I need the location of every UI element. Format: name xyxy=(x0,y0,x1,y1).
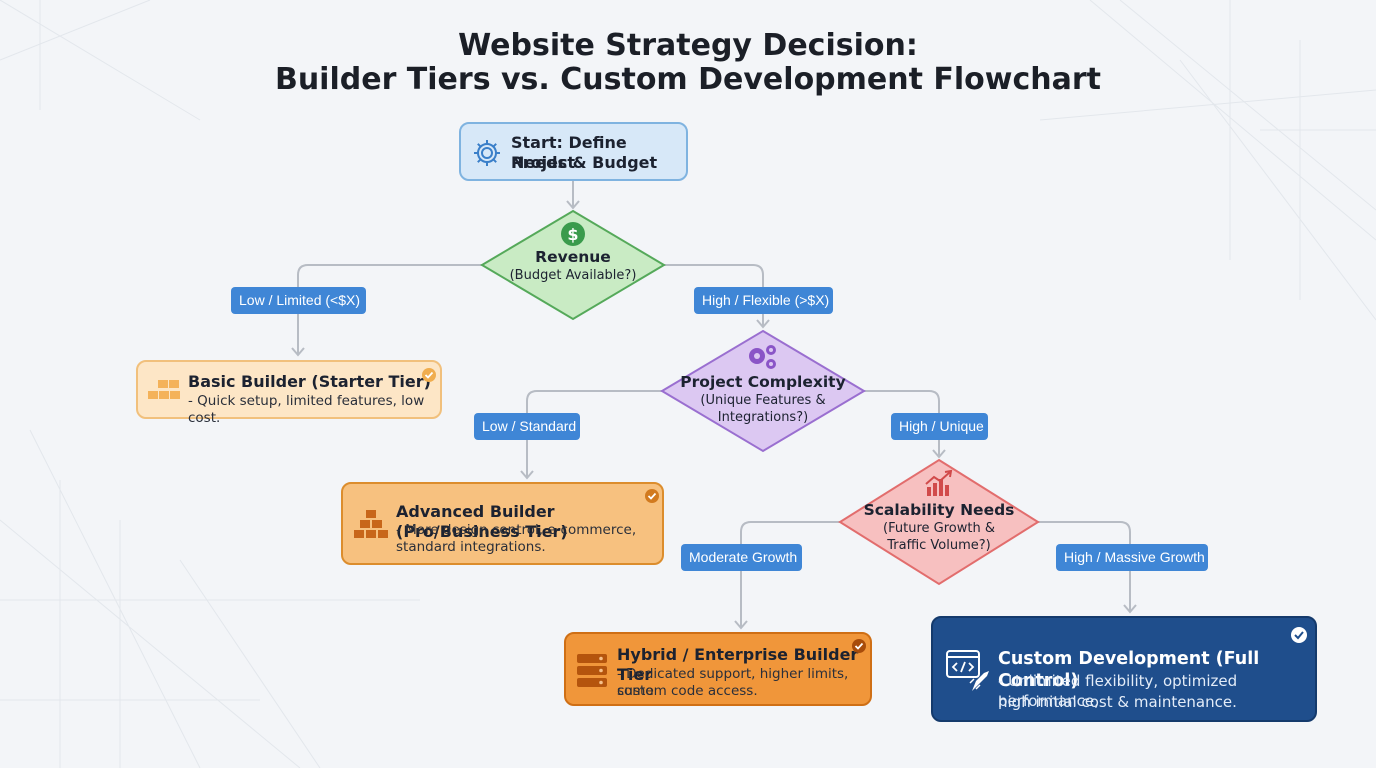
advanced-builder-title: Advanced Builder (Pro/Business Tier) xyxy=(396,502,568,541)
dollar-icon: $ xyxy=(561,222,585,246)
check-icon xyxy=(422,368,436,382)
basic-builder-box: Basic Builder (Starter Tier) - Quick set… xyxy=(136,360,442,426)
connector-revenue-low xyxy=(297,264,482,355)
revenue-title: Revenue xyxy=(535,248,611,266)
scalability-high-label: High / Massive Growth xyxy=(1056,544,1208,571)
revenue-diamond xyxy=(480,209,666,321)
start-label-line1: Start: Define Project xyxy=(511,133,627,172)
connector-complexity-low xyxy=(526,390,662,478)
custom-development-box: Custom Development (Full Control) - Unli… xyxy=(931,616,1317,722)
start-box: Start: Define Project Needs & Budget xyxy=(459,122,688,181)
advanced-builder-desc-line2: standard integrations. xyxy=(396,539,546,555)
page-title-line2: Builder Tiers vs. Custom Development Flo… xyxy=(274,62,1102,97)
complexity-diamond xyxy=(660,329,866,453)
check-icon xyxy=(852,639,866,653)
basic-builder-desc: - Quick setup, limited features, low cos… xyxy=(188,393,425,426)
revenue-text: Revenue (Budget Available?) xyxy=(493,248,653,284)
advanced-builder-box: Advanced Builder (Pro/Business Tier) - M… xyxy=(341,482,664,565)
cogs-icon xyxy=(749,345,776,369)
connectors xyxy=(291,181,1137,630)
hybrid-builder-desc-line2: custom code access. xyxy=(617,683,758,699)
custom-development-title: Custom Development (Full Control) xyxy=(998,649,1260,691)
connector-complexity-high xyxy=(864,390,940,457)
blocks-icon xyxy=(148,380,180,399)
complexity-subtitle-line2: Integrations?) xyxy=(717,410,809,425)
advanced-builder-desc-line1: - More design control, e-commerce, xyxy=(396,522,637,538)
custom-development-desc-line2: high initial cost & maintenance. xyxy=(998,693,1237,711)
scalability-text: Scalability Needs (Future Growth & Traff… xyxy=(850,501,1028,554)
code-rocket-icon xyxy=(946,650,989,691)
complexity-text: Project Complexity (Unique Features & In… xyxy=(673,373,853,426)
hybrid-builder-desc-line1: - Dedicated support, higher limits, some xyxy=(617,666,849,699)
page-title-line1: Website Strategy Decision: xyxy=(458,28,918,63)
complexity-title: Project Complexity xyxy=(680,373,846,391)
complexity-high-label: High / Unique xyxy=(891,413,988,440)
hybrid-builder-title: Hybrid / Enterprise Builder Tier xyxy=(617,645,859,684)
scalability-subtitle-line2: Traffic Volume?) xyxy=(887,538,991,553)
revenue-high-label: High / Flexible (>$X) xyxy=(694,287,833,314)
connector-scalability-high xyxy=(1038,521,1131,612)
connector-revenue-high xyxy=(664,264,764,327)
complexity-subtitle-line1: (Unique Features & xyxy=(700,393,826,408)
revenue-subtitle: (Budget Available?) xyxy=(509,268,637,283)
scalability-subtitle-line1: (Future Growth & xyxy=(883,521,995,536)
complexity-low-label: Low / Standard xyxy=(474,413,580,440)
scalability-low-label: Moderate Growth xyxy=(681,544,802,571)
hybrid-builder-box: Hybrid / Enterprise Builder Tier - Dedic… xyxy=(564,632,872,706)
gear-icon xyxy=(474,140,500,166)
connector-scalability-low xyxy=(740,521,840,628)
scalability-diamond xyxy=(838,458,1040,586)
server-icon xyxy=(577,654,607,687)
start-label-line2: Needs & Budget xyxy=(511,153,658,172)
basic-builder-title: Basic Builder (Starter Tier) xyxy=(188,372,431,391)
revenue-low-label: Low / Limited (<$X) xyxy=(231,287,366,314)
check-icon xyxy=(645,489,659,503)
check-icon xyxy=(1291,627,1307,643)
growth-chart-icon xyxy=(925,469,953,496)
custom-development-desc-line1: - Unlimited flexibility, optimized perfo… xyxy=(998,672,1238,710)
svg-text:$: $ xyxy=(567,225,578,244)
scalability-title: Scalability Needs xyxy=(863,501,1015,519)
stacked-blocks-icon xyxy=(354,510,388,538)
